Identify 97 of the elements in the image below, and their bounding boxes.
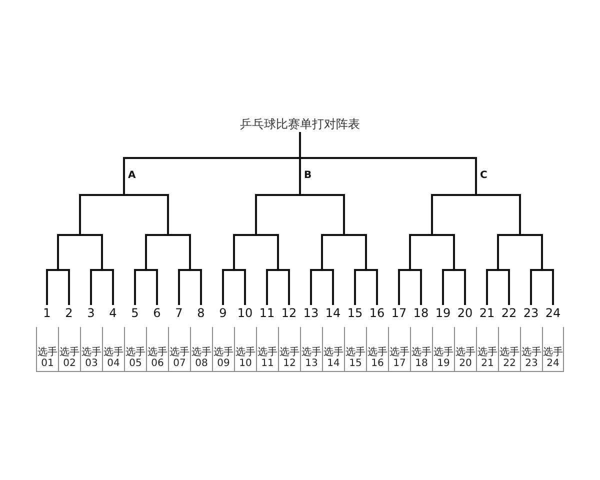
bracket-line [300,157,477,195]
player-name: 选手02 [60,347,80,371]
player-name: 选手22 [500,347,520,371]
seed-number: 19 [432,305,454,321]
bracket-line [145,234,168,270]
bracket-line [299,157,301,195]
player-name: 选手10 [236,347,256,371]
player-name: 选手16 [368,347,388,371]
player-name: 选手05 [126,347,146,371]
seed-number: 11 [256,305,278,321]
player-name: 选手24 [543,347,563,371]
seed-number: 23 [520,305,542,321]
bracket-line [168,234,191,270]
group-label: A [128,170,136,182]
seed-number: 16 [366,305,388,321]
player-name: 选手01 [38,347,58,371]
seed-number: 21 [476,305,498,321]
bracket-line [409,234,432,270]
seed-number: 22 [498,305,520,321]
bracket-line [124,194,169,235]
player-slot [256,327,278,372]
seed-number: 5 [124,305,146,321]
player-name: 选手08 [192,347,212,371]
seed-number: 3 [80,305,102,321]
seed-number: 14 [322,305,344,321]
player-name: 选手15 [346,347,366,371]
bracket-line [497,234,520,270]
seed-number: 17 [388,305,410,321]
player-slot [58,327,80,372]
player-slot [102,327,124,372]
player-slot [432,327,454,372]
player-name: 选手14 [324,347,344,371]
seed-number: 13 [300,305,322,321]
player-slot [146,327,168,372]
seed-number: 2 [58,305,80,321]
player-slot [278,327,300,372]
bracket-line [344,234,367,270]
player-name: 选手19 [434,347,454,371]
player-slot [410,327,432,372]
player-slot [388,327,410,372]
seed-number: 15 [344,305,366,321]
player-slot [234,327,256,372]
bracket-line [80,234,103,270]
player-name: 选手03 [82,347,102,371]
bracket-line [57,234,80,270]
player-slot [520,327,542,372]
bracket-line [255,194,300,235]
bracket-line [520,234,543,270]
player-name: 选手07 [170,347,190,371]
player-name: 选手18 [412,347,432,371]
bracket-line [431,194,476,235]
player-slot [124,327,146,372]
seed-number: 20 [454,305,476,321]
seed-number: 6 [146,305,168,321]
bracket-line [256,234,279,270]
seed-number: 4 [102,305,124,321]
player-slot [542,327,564,372]
player-name: 选手04 [104,347,124,371]
seed-number: 7 [168,305,190,321]
player-slot [36,327,58,372]
seed-number: 8 [190,305,212,321]
player-name: 选手13 [302,347,322,371]
seed-number: 12 [278,305,300,321]
player-slot [454,327,476,372]
player-name: 选手06 [148,347,168,371]
bracket-line [300,194,345,235]
seed-number: 24 [542,305,564,321]
bracket-line [123,157,300,195]
player-name: 选手12 [280,347,300,371]
player-slot [80,327,102,372]
player-slot [344,327,366,372]
player-name: 选手20 [456,347,476,371]
seed-number: 18 [410,305,432,321]
player-slot [498,327,520,372]
player-slot [300,327,322,372]
player-name: 选手11 [258,347,278,371]
player-slot [322,327,344,372]
player-name: 选手09 [214,347,234,371]
bracket-line [321,234,344,270]
player-slot [168,327,190,372]
player-slot [476,327,498,372]
bracket-line [476,194,521,235]
group-label: C [480,170,488,182]
group-label: B [304,170,312,182]
player-slot [190,327,212,372]
player-name: 选手17 [390,347,410,371]
player-name: 选手21 [478,347,498,371]
player-slot [366,327,388,372]
player-name: 选手23 [522,347,542,371]
bracket-title: 乒乓球比赛单打对阵表 [240,116,360,132]
seed-number: 10 [234,305,256,321]
bracket-line [233,234,256,270]
player-slot [212,327,234,372]
seed-number: 9 [212,305,234,321]
seed-number: 1 [36,305,58,321]
bracket-line [432,234,455,270]
bracket-line [79,194,124,235]
